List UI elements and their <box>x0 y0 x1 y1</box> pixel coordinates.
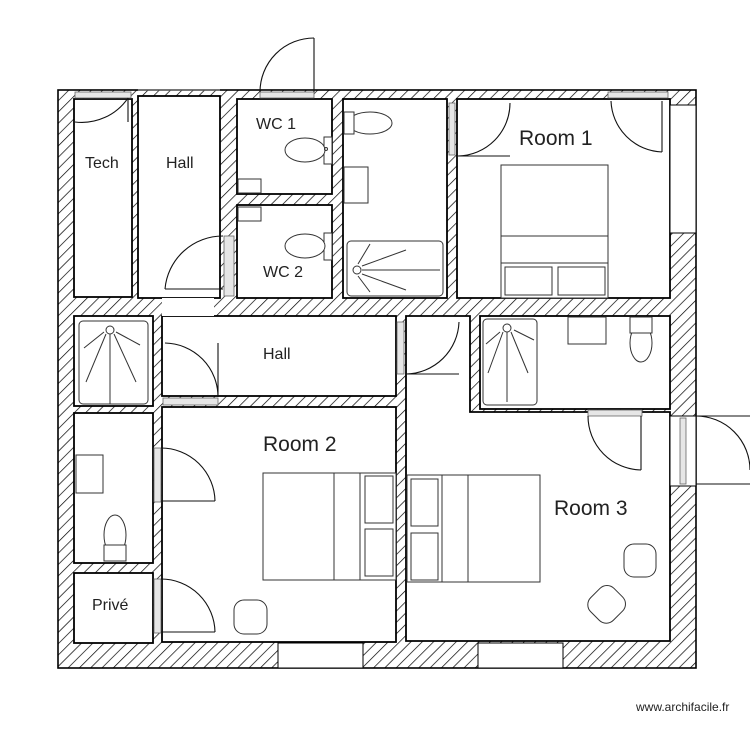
room-label-wc1: WC 1 <box>256 116 296 133</box>
room-label-room3: Room 3 <box>554 497 628 520</box>
sink-icon <box>567 316 607 345</box>
room-label-wc2: WC 2 <box>263 264 303 281</box>
room-hall-mid <box>161 315 397 397</box>
double-bed-icon <box>500 164 609 299</box>
sink-icon <box>237 206 262 222</box>
toilet-icon <box>629 316 653 363</box>
shower-icon <box>482 318 538 406</box>
room-prive <box>73 572 154 644</box>
room-label-hall-mid: Hall <box>263 346 291 363</box>
windows <box>74 91 687 634</box>
credit-text: www.archifacile.fr <box>636 700 730 714</box>
fixtures <box>75 111 657 635</box>
toilet-icon <box>284 136 333 165</box>
room-tech <box>73 98 133 298</box>
room-label-room1: Room 1 <box>519 127 593 150</box>
doors <box>74 37 750 633</box>
armchair-icon <box>587 585 626 624</box>
shower-icon <box>346 240 444 297</box>
room-label-prive: Privé <box>92 597 129 614</box>
sink-icon <box>343 166 369 204</box>
shower-icon <box>78 320 149 405</box>
armchair-icon <box>233 599 268 635</box>
toilet-icon <box>103 514 127 562</box>
toilet-icon <box>284 232 333 261</box>
room-label-hall-top: Hall <box>166 155 194 172</box>
armchair-icon <box>623 543 657 578</box>
toilet-icon <box>343 111 393 135</box>
double-bed-icon <box>406 474 541 583</box>
double-bed-icon <box>262 472 397 581</box>
sink-icon <box>75 454 104 494</box>
room-label-room2: Room 2 <box>263 433 337 456</box>
sink-icon <box>237 178 262 194</box>
room-label-tech: Tech <box>85 155 119 172</box>
room-hall-top <box>137 95 221 299</box>
